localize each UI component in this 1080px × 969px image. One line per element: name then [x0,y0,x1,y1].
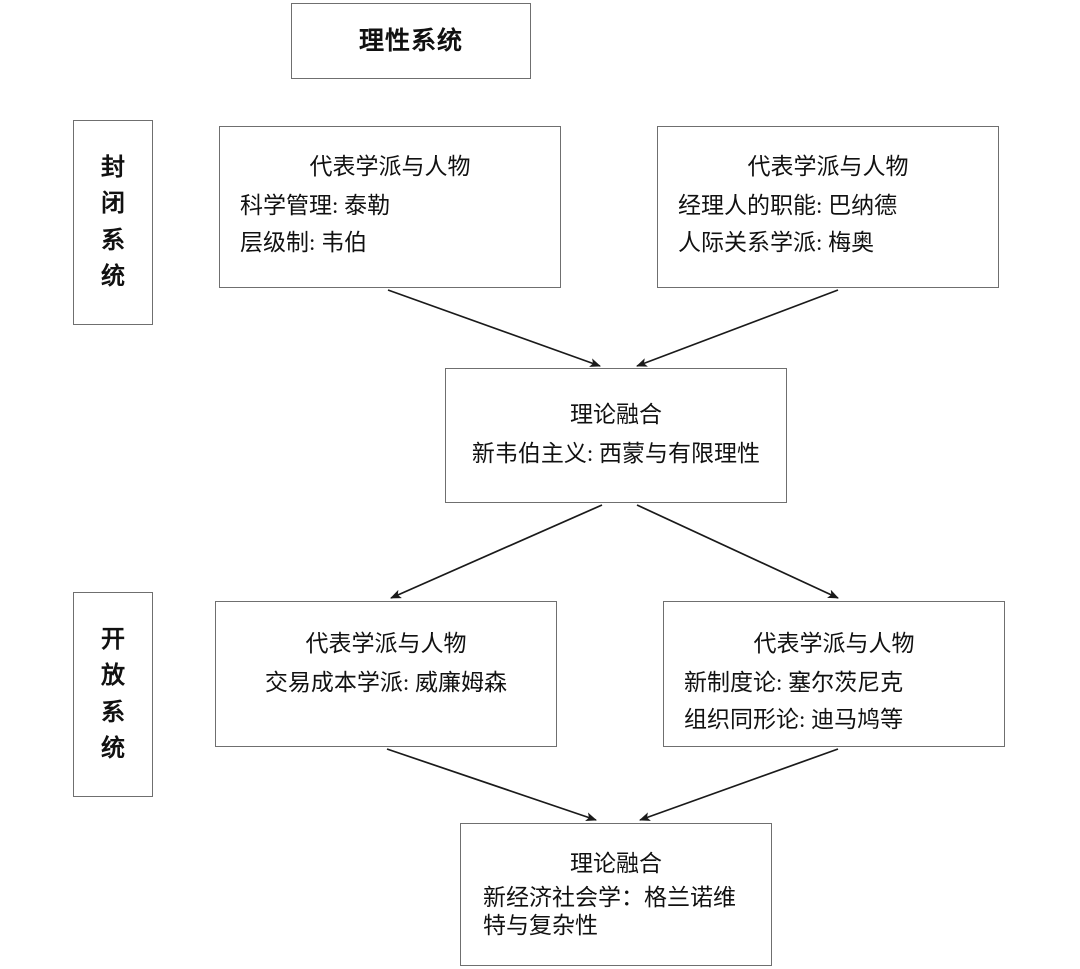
side-label-char: 系 [101,227,125,254]
node-line: 新制度论: 塞尔茨尼克 [684,670,904,695]
side-label-char: 封 [101,154,125,181]
arrow-fusion-middle-to-open-right [636,504,839,599]
side-label-char: 闭 [101,191,125,218]
node-line: 人际关系学派: 梅奥 [678,230,875,256]
node-heading: 代表学派与人物 [309,154,471,179]
node-heading: 代表学派与人物 [753,631,915,656]
node-heading: 代表学派与人物 [747,154,909,179]
node-open-right: 代表学派与人物 新制度论: 塞尔茨尼克 组织同形论: 迪马鸠等 [663,601,1005,747]
title-box: 理性系统 [291,3,531,79]
node-open-left: 代表学派与人物 交易成本学派: 威廉姆森 [215,601,557,747]
side-label-closed-system: 封 闭 系 统 [73,120,153,325]
side-label-char: 放 [101,663,125,690]
node-line: 组织同形论: 迪马鸠等 [684,707,904,733]
node-closed-right: 代表学派与人物 经理人的职能: 巴纳德 人际关系学派: 梅奥 [657,126,999,288]
node-line: 新韦伯主义: 西蒙与有限理性 [471,441,761,466]
side-label-char: 统 [101,735,125,762]
node-line: 新经济社会学：格兰诺维特与复杂性 [483,885,736,939]
side-label-open-system: 开 放 系 统 [73,592,153,797]
node-heading: 理论融合 [570,402,662,427]
side-label-char: 开 [101,626,125,653]
node-line: 层级制: 韦伯 [240,230,368,256]
arrow-open-left-to-fusion-bottom [386,748,597,822]
node-closed-left: 代表学派与人物 科学管理: 泰勒 层级制: 韦伯 [219,126,561,288]
side-label-char: 系 [101,699,125,726]
node-line: 经理人的职能: 巴纳德 [678,193,898,218]
side-label-char: 统 [101,263,125,290]
node-fusion-bottom: 理论融合 新经济社会学：格兰诺维特与复杂性 [460,823,772,966]
node-line: 交易成本学派: 威廉姆森 [264,670,508,695]
arrow-open-right-to-fusion-bottom [639,748,839,821]
node-line: 科学管理: 泰勒 [240,193,391,218]
node-heading: 代表学派与人物 [305,631,467,656]
node-heading: 理论融合 [570,851,662,876]
arrow-closed-right-to-fusion-middle [636,289,839,367]
title-text: 理性系统 [358,28,463,55]
arrow-closed-left-to-fusion-middle [387,289,601,367]
arrow-fusion-middle-to-open-left [390,504,603,599]
node-fusion-middle: 理论融合 新韦伯主义: 西蒙与有限理性 [445,368,787,503]
